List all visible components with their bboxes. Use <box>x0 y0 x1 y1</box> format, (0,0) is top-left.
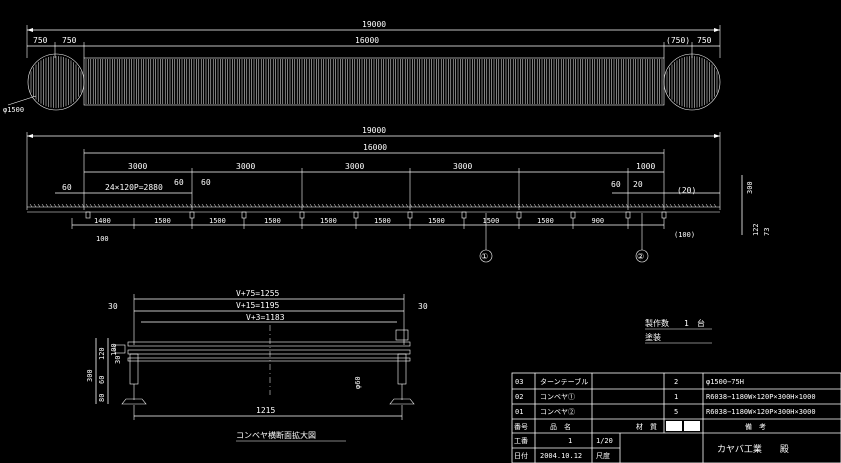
pitch-label: 1500 <box>374 217 391 225</box>
pitch-label: 1500 <box>154 217 171 225</box>
bom-cell-qty: 5 <box>674 408 678 416</box>
bom-cell-no: 02 <box>515 393 523 401</box>
dim-h80: 80 <box>98 394 106 402</box>
pitch-label: 900 <box>592 217 605 225</box>
work-label: 工番 <box>514 437 528 445</box>
pitch-label: 1500 <box>320 217 337 225</box>
date-value: 2004.10.12 <box>540 452 582 460</box>
dim-100-left: 100 <box>96 235 109 243</box>
dim-60-left: 60 <box>62 183 72 192</box>
dim-100-right: (100) <box>674 231 695 239</box>
pitch-label: 1500 <box>264 217 281 225</box>
dim-seg-5: 1000 <box>636 162 655 171</box>
hdr-note: 備 考 <box>745 422 766 431</box>
dim-seg-1: 3000 <box>128 162 147 171</box>
qty-unit: 台 <box>697 318 705 328</box>
dim-16000-side: 16000 <box>363 143 387 152</box>
bom-cell-name: コンベヤ① <box>540 393 575 401</box>
dim-60-mid2: 60 <box>201 178 211 187</box>
hdr-no: 番号 <box>514 423 528 431</box>
dim-60-mid: 60 <box>174 178 184 187</box>
dim-overall-top: 19000 <box>362 20 386 29</box>
bom-cell-qty: 1 <box>674 393 678 401</box>
pitch-label: 1500 <box>537 217 554 225</box>
dim-20-paren: (20) <box>677 186 696 195</box>
dim-750-right-a: (750) <box>666 36 690 45</box>
dim-30-left: 30 <box>108 302 118 311</box>
dim-750-right-b: 750 <box>697 36 712 45</box>
dim-height-73: 73 <box>763 228 771 236</box>
bom-cell-no: 03 <box>515 378 523 386</box>
dim-dia60: φ60 <box>354 376 362 389</box>
dim-height-300: 300 <box>746 181 754 194</box>
dim-seg-2: 3000 <box>236 162 255 171</box>
qty-label: 製作数 <box>645 318 669 328</box>
dim-h300: 300 <box>86 369 94 382</box>
dim-overall-side: 19000 <box>362 126 386 135</box>
conveyor-rollers <box>85 59 663 104</box>
bom-cell-no: 01 <box>515 408 523 416</box>
dim-h30: 30 <box>114 356 122 364</box>
balloon-2: ② <box>637 252 644 261</box>
customer-name: カヤバ工業 殿 <box>717 443 789 455</box>
pitch-label: 1500 <box>483 217 500 225</box>
date-label: 日付 <box>514 451 528 460</box>
dim-h100: 100 <box>110 343 118 356</box>
notes: 製作数 1 台 塗装 <box>645 318 712 344</box>
pitch-label: 1400 <box>94 217 111 225</box>
dim-v3: V+3=1183 <box>246 313 285 322</box>
dim-h60: 60 <box>98 376 106 384</box>
dim-16000-top: 16000 <box>355 36 379 45</box>
qty-value: 1 <box>684 319 689 328</box>
scale-label: 尺度 <box>596 451 610 460</box>
dim-v15: V+15=1195 <box>236 301 280 310</box>
bom-cell-note: R6038−1180W×120P×300H×3000 <box>706 408 816 416</box>
pitch-label: 1500 <box>209 217 226 225</box>
bom-cell-qty: 2 <box>674 378 678 386</box>
scale-value: 1/20 <box>596 437 613 445</box>
bom-cell-name: ターンテーブル <box>540 377 588 386</box>
pitch-label: 1500 <box>428 217 445 225</box>
dim-750-left-a: 750 <box>33 36 48 45</box>
balloon-1: ① <box>481 252 488 261</box>
work-value: 1 <box>568 437 572 445</box>
bom-cell-note: R6038−1180W×120P×300H×1000 <box>706 393 816 401</box>
bom-cell-name: コンベヤ② <box>540 408 575 416</box>
side-view: 19000 16000 3000 3000 3000 3000 1000 60 … <box>26 126 771 263</box>
dim-pitch-note: 24×120P=2880 <box>105 183 163 192</box>
dim-750-left-b: 750 <box>62 36 77 45</box>
paint-label: 塗装 <box>645 332 661 342</box>
dim-height-122: 122 <box>752 223 760 236</box>
bom-cell-note: φ1500−75H <box>706 378 744 386</box>
dim-diameter: φ1500 <box>3 106 24 114</box>
dim-h120: 120 <box>98 347 106 360</box>
hdr-name: 品 名 <box>550 422 571 431</box>
section-view: V+75=1255 V+15=1195 V+3=1183 30 30 300 1… <box>86 289 428 442</box>
dim-20: 20 <box>633 180 643 189</box>
conveyor-top-body <box>83 57 665 106</box>
dim-base: 1215 <box>256 406 275 415</box>
section-caption: コンベヤ横断面拡大図 <box>236 430 316 440</box>
dim-seg-3: 3000 <box>345 162 364 171</box>
dim-seg-4: 3000 <box>453 162 472 171</box>
dim-30-right: 30 <box>418 302 428 311</box>
chain-teeth <box>29 203 717 208</box>
top-view: 19000 750 750 16000 (750) 750 φ1500 <box>3 20 721 114</box>
dim-v75: V+75=1255 <box>236 289 280 298</box>
hdr-material: 材 質 <box>636 422 657 431</box>
dim-60-right: 60 <box>611 180 621 189</box>
